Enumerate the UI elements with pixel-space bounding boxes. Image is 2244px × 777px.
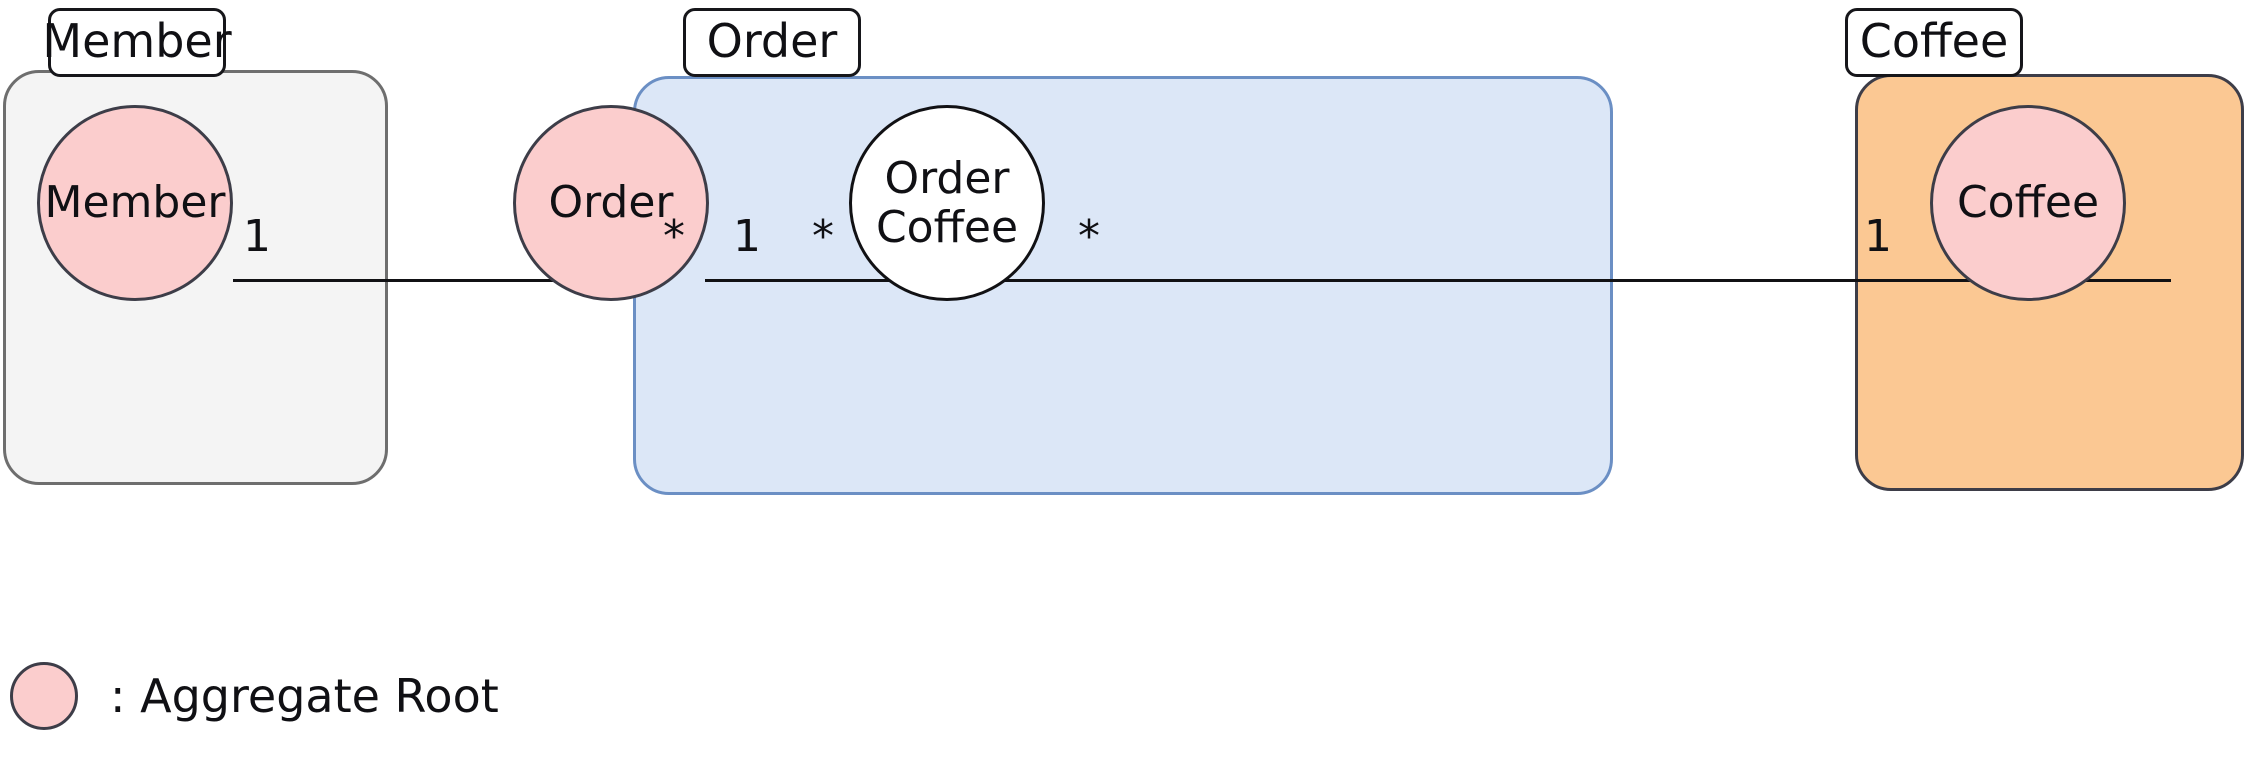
node-member[interactable]: Member — [37, 105, 233, 301]
context-label-member[interactable]: Member — [42, 8, 232, 77]
context-box-order[interactable] — [633, 76, 1613, 495]
node-coffee-label: Coffee — [1956, 177, 2100, 229]
context-label-coffee[interactable]: Coffee — [1845, 8, 2023, 77]
legend: : Aggregate Root — [10, 662, 499, 730]
context-label-order[interactable]: Order — [683, 8, 861, 77]
node-order[interactable]: Order — [513, 105, 709, 301]
cardinality-coffee-side: 1 — [1864, 211, 1892, 262]
node-coffee[interactable]: Coffee — [1930, 105, 2126, 301]
node-order-coffee[interactable]: Order Coffee — [849, 105, 1045, 301]
node-member-label: Member — [44, 177, 226, 229]
context-label-member-text: Member — [42, 13, 232, 68]
node-order-label: Order — [548, 177, 674, 229]
context-label-coffee-text: Coffee — [1859, 13, 2009, 68]
association-line-member-order — [233, 279, 653, 282]
node-order-coffee-label-line1: Order — [884, 152, 1010, 204]
cardinality-order-coffee-right: * — [1078, 211, 1100, 262]
cardinality-order-coffee-left: * — [812, 211, 834, 262]
association-line-ordercoffee-coffee — [1043, 279, 2171, 282]
context-label-order-text: Order — [706, 13, 838, 68]
legend-aggregate-root-swatch — [10, 662, 78, 730]
node-order-coffee-label-line2: Coffee — [875, 202, 1019, 253]
cardinality-order-right: 1 — [733, 211, 761, 262]
cardinality-order-left: * — [663, 211, 685, 262]
legend-aggregate-root-label: : Aggregate Root — [110, 669, 499, 723]
cardinality-member-side: 1 — [243, 211, 271, 262]
